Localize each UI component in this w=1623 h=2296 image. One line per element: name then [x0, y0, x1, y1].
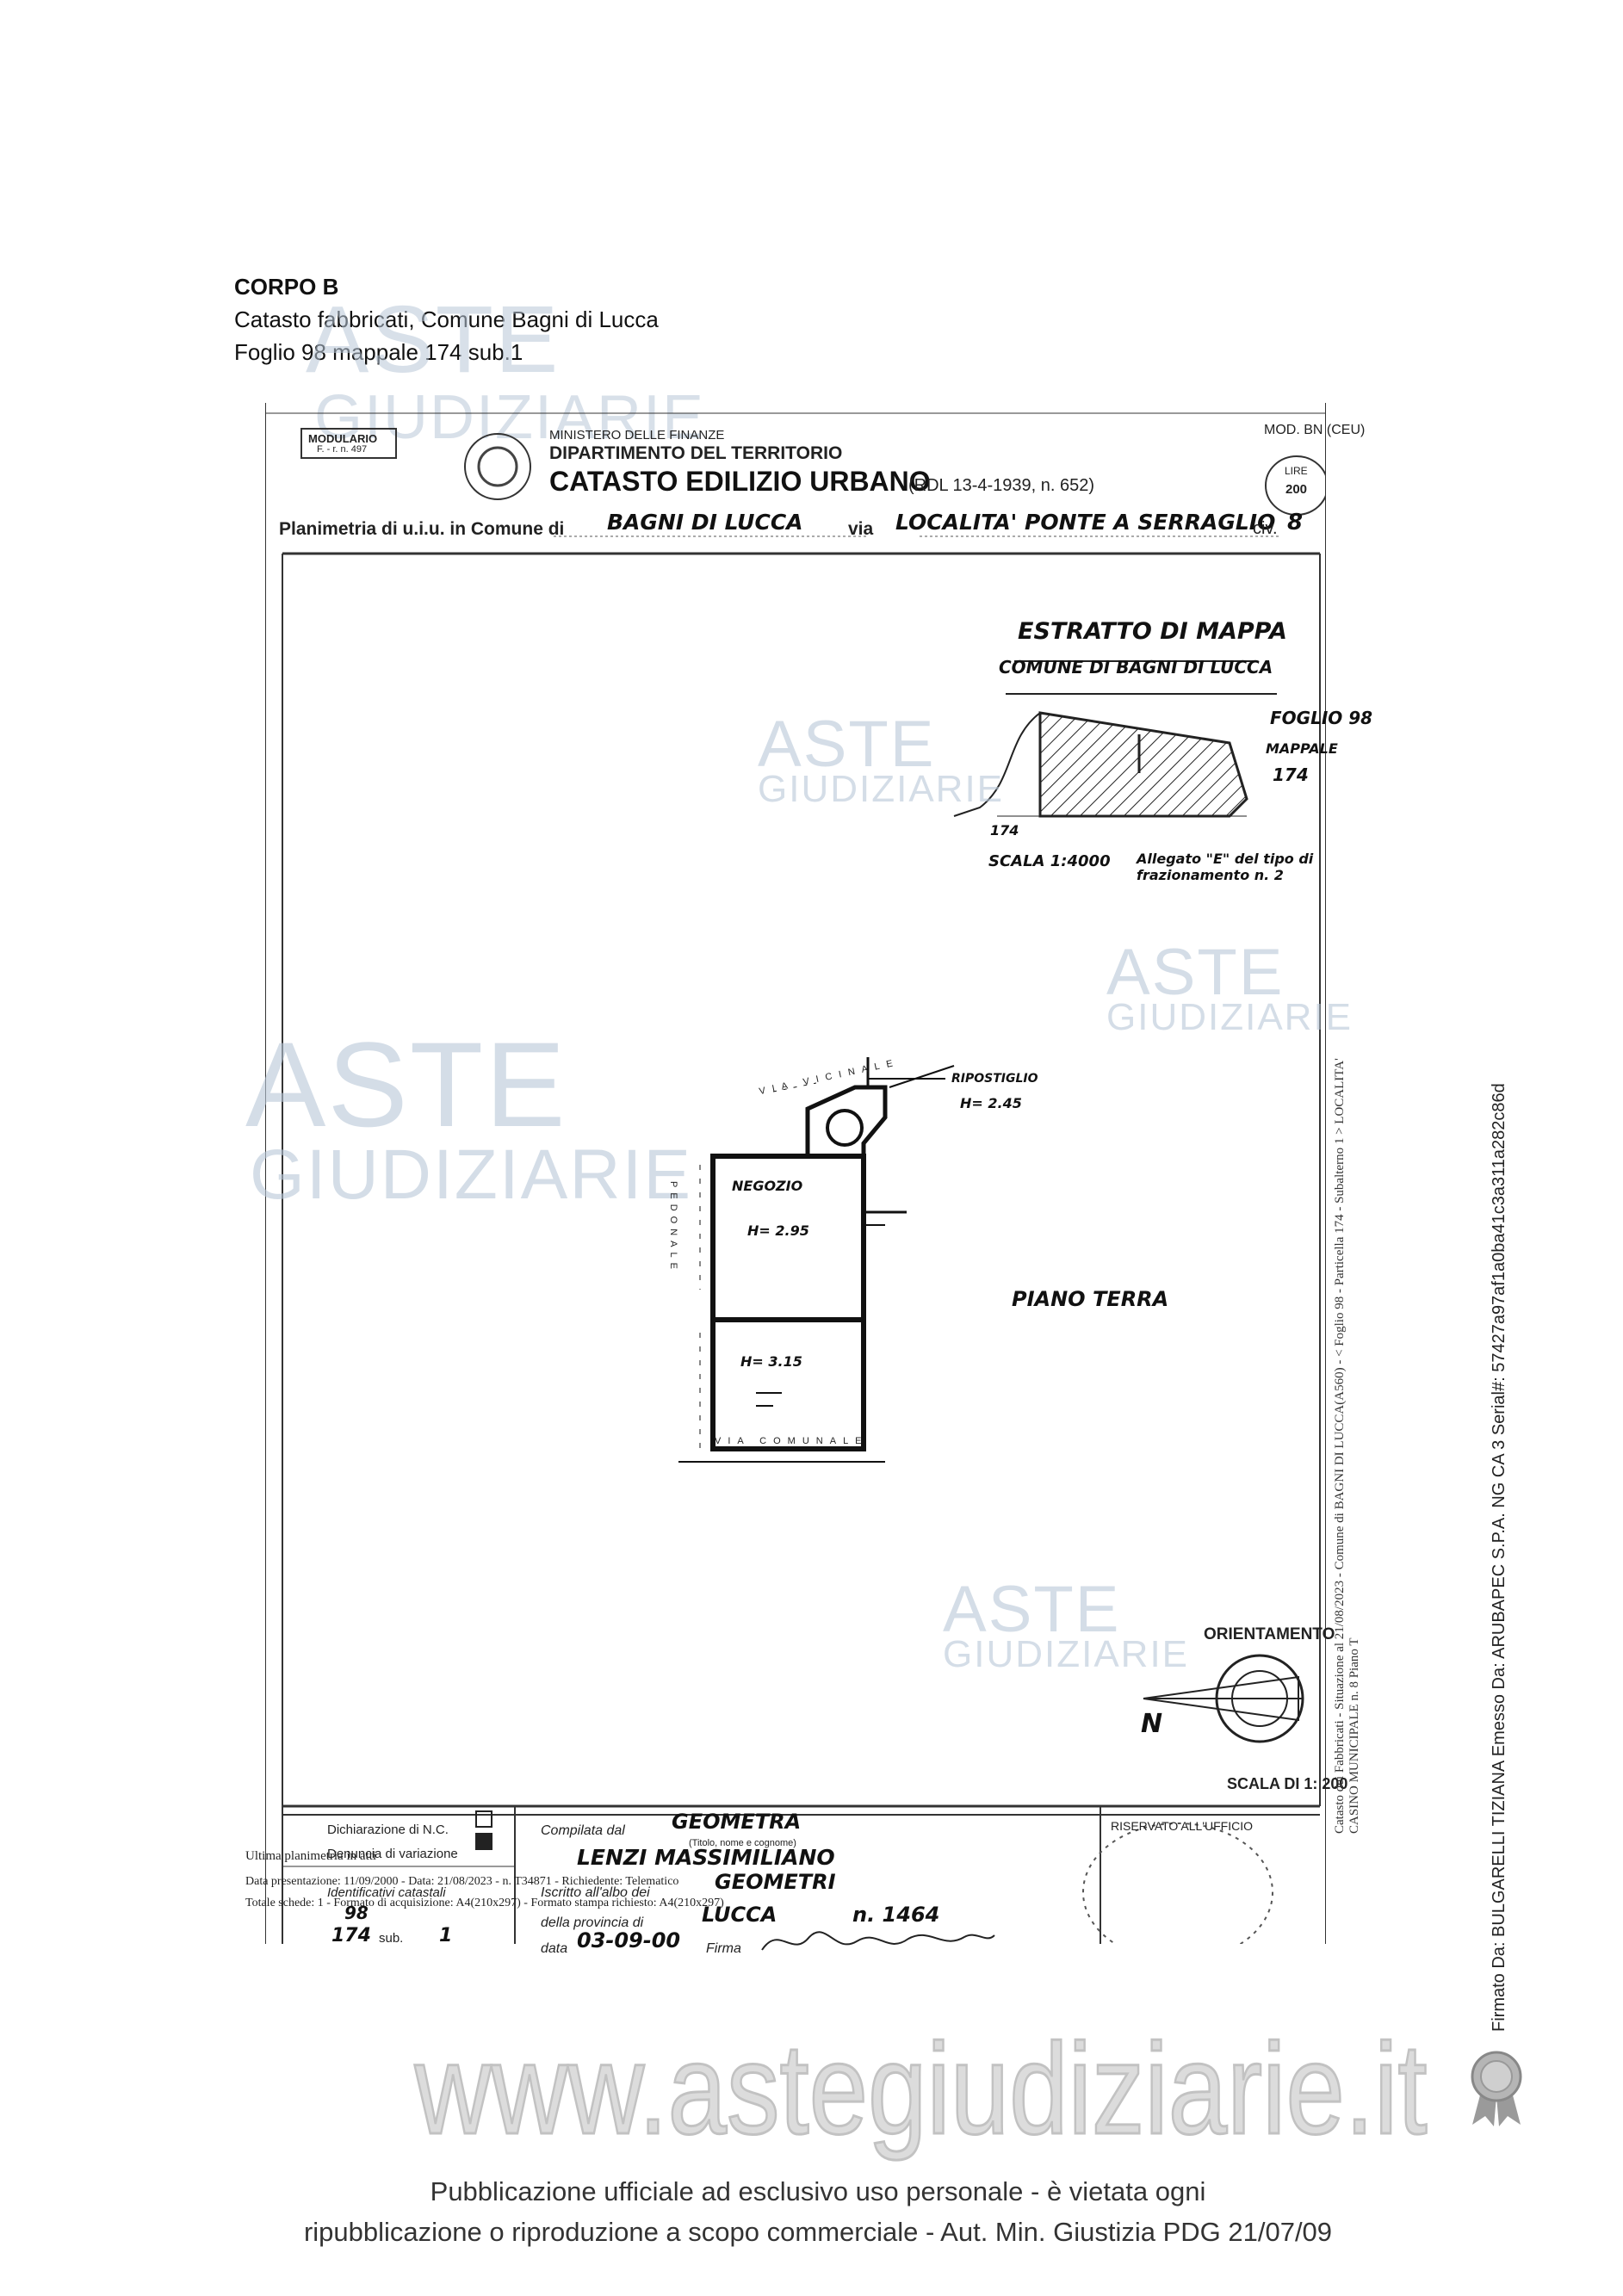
watermark-aste-1: ASTE [306, 287, 561, 393]
firma-signature [761, 1931, 995, 1951]
iscritto-value: GEOMETRI [715, 1870, 836, 1894]
via-comunale-label: VIA COMUNALE [715, 1436, 869, 1446]
ministry-label: MINISTERO DELLE FINANZE [549, 428, 725, 442]
lire-value: 200 [1285, 482, 1308, 497]
piano-label: PIANO TERRA [1012, 1287, 1169, 1311]
foglio-number: 98 [344, 1903, 369, 1923]
iscritto-label: Iscritto all'albo dei [541, 1885, 650, 1900]
compilata-value: GEOMETRA [672, 1810, 802, 1834]
department-label: DIPARTIMENTO DEL TERRITORIO [549, 443, 843, 463]
watermark-giudiziarie-5: GIUDIZIARIE [943, 1633, 1190, 1675]
scala-label: SCALA DI 1: 200 [1227, 1775, 1348, 1792]
digital-signature-text: Firmato Da: BULGARELLI TIZIANA Emesso Da… [1490, 1083, 1508, 2032]
map-parcel-label: 174 [990, 822, 1019, 839]
map-mappale-label: MAPPALE [1266, 740, 1338, 757]
watermark-aste-5: ASTE [943, 1573, 1121, 1646]
presentazione-line: Data presentazione: 11/09/2000 - Data: 2… [245, 1875, 679, 1888]
ultima-label: Ultima planimetria in atti [245, 1849, 377, 1863]
civ-value: 8 [1287, 510, 1304, 535]
negozio-height: H= 2.95 [747, 1222, 809, 1239]
modulario-number: F. - r. n. 497 [317, 444, 368, 455]
header-block: CORPO B Catasto fabbricati, Comune Bagni… [234, 270, 659, 368]
north-label: N [1141, 1709, 1163, 1739]
compilata-label: Compilata dal [541, 1823, 625, 1838]
name-hint: (Titolo, nome e cognome) [689, 1838, 796, 1848]
via-label: via [848, 519, 874, 539]
dichiarazione-label: Dichiarazione di N.C. [327, 1823, 449, 1837]
ripostiglio-label: RIPOSTIGLIO [951, 1072, 1038, 1086]
firma-label: Firma [706, 1941, 741, 1956]
footer-line-1: Pubblicazione ufficiale ad esclusivo uso… [430, 2176, 1206, 2206]
watermark-aste-4: ASTE [245, 1017, 567, 1152]
lire-label: LIRE [1285, 465, 1308, 477]
watermark-giudiziarie-2: GIUDIZIARIE [758, 768, 1005, 810]
watermark-giudiziarie-1: GIUDIZIARIE [314, 383, 706, 452]
watermark-aste-3: ASTE [1106, 936, 1285, 1009]
vertical-stamp: Catasto dei Fabbricati - Situazione al 2… [1333, 1058, 1361, 1834]
particella-number: 174 [331, 1925, 371, 1946]
catasto-title: CATASTO EDILIZIO URBANO [549, 466, 931, 497]
civ-label: civ. [1253, 519, 1278, 538]
header-line-1: Catasto fabbricati, Comune Bagni di Lucc… [234, 306, 659, 332]
footer-line-2: ripubblicazione o riproduzione a scopo c… [303, 2217, 1333, 2247]
albo-number: n. 1464 [852, 1903, 940, 1927]
map-mappale-value: 174 [1273, 764, 1309, 785]
watermark-giudiziarie-3: GIUDIZIARIE [1106, 996, 1354, 1038]
document-title: CORPO B [234, 274, 339, 300]
orientamento-label: ORIENTAMENTO [1204, 1625, 1335, 1643]
compilatore-name: LENZI MASSIMILIANO [577, 1845, 835, 1870]
data-value: 03-09-00 [577, 1928, 681, 1953]
comune-value: BAGNI DI LUCCA [607, 510, 803, 535]
identificativi-label: Identificativi catastali [327, 1885, 446, 1900]
rdl-label: (RDL 13-4-1939, n. 652) [908, 476, 1095, 495]
data-label: data [541, 1941, 568, 1956]
provincia-label: della provincia di [541, 1915, 644, 1930]
room2-height: H= 3.15 [740, 1353, 802, 1370]
totale-line: Totale schede: 1 - Formato di acquisizio… [245, 1897, 724, 1909]
via-value: LOCALITA' PONTE A SERRAGLIO [895, 510, 1276, 535]
denuncia-label: Denuncia di variazione [327, 1847, 458, 1861]
map-scale: SCALA 1:4000 [988, 852, 1111, 870]
riservato-label: RISERVATO ALL'UFFICIO [1111, 1819, 1254, 1833]
certificate-seal-icon [1471, 2051, 1522, 2126]
watermark-aste-2: ASTE [758, 708, 936, 781]
mod-label: MOD. BN (CEU) [1264, 423, 1366, 437]
pedonale-label: PEDONALE [667, 1181, 678, 1274]
modulario-label: MODULARIO [308, 432, 378, 445]
negozio-label: NEGOZIO [732, 1178, 803, 1194]
planimetria-label: Planimetria di u.i.u. in Comune di [279, 519, 565, 539]
provincia-value: LUCCA [702, 1903, 777, 1927]
sub-label: sub. [379, 1931, 404, 1946]
site-watermark: www.astegiudiziarie.it [413, 2015, 1428, 2163]
ripostiglio-height: H= 2.45 [960, 1095, 1022, 1111]
sub-number: 1 [439, 1925, 453, 1946]
map-foglio: FOGLIO 98 [1270, 708, 1373, 728]
floor-plan-sheet [265, 403, 1326, 1944]
watermark-giudiziarie-4: GIUDIZIARIE [250, 1136, 693, 1214]
map-comune: COMUNE DI BAGNI DI LUCCA [999, 657, 1273, 678]
map-title: ESTRATTO DI MAPPA [1018, 618, 1287, 645]
map-allegato: Allegato "E" del tipo di frazionamento n… [1137, 851, 1314, 883]
header-line-2: Foglio 98 mappale 174 sub.1 [234, 339, 523, 365]
